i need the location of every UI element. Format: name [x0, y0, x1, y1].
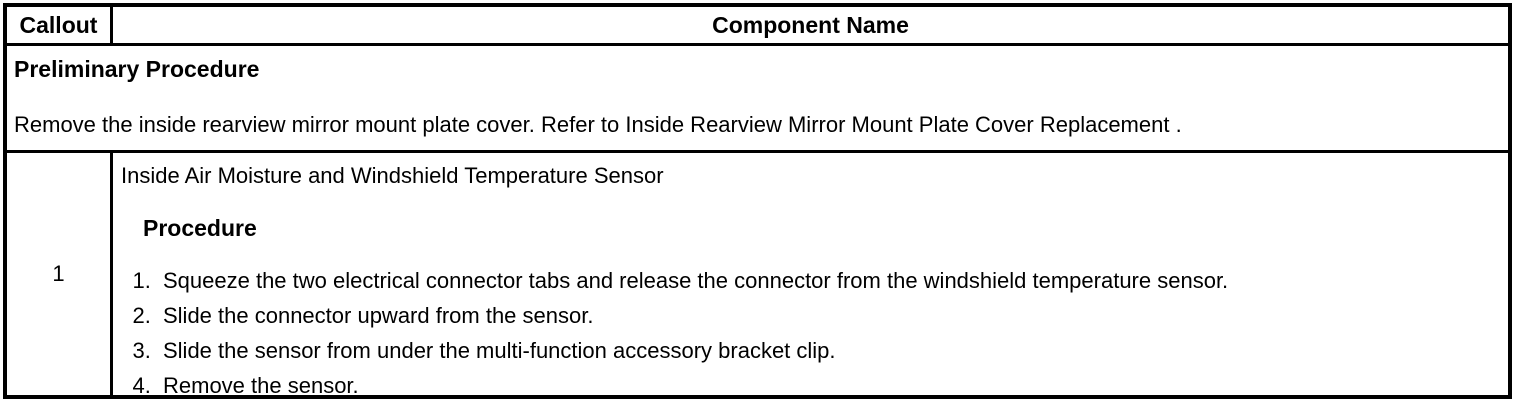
preliminary-procedure-title: Preliminary Procedure — [14, 56, 260, 82]
component-row: 1 Inside Air Moisture and Windshield Tem… — [7, 153, 1508, 395]
procedure-step: Slide the sensor from under the multi-fu… — [157, 333, 1500, 368]
header-callout: Callout — [7, 7, 113, 43]
header-component-name: Component Name — [712, 11, 909, 38]
preliminary-procedure-row: Preliminary Procedure Remove the inside … — [7, 46, 1508, 153]
replacement-link[interactable]: Inside Rearview Mirror Mount Plate Cover… — [625, 112, 1170, 137]
callout-number: 1 — [7, 153, 113, 395]
preliminary-procedure-text: Remove the inside rearview mirror mount … — [14, 109, 1501, 141]
procedure-step: Squeeze the two electrical connector tab… — [157, 263, 1500, 298]
procedure-label: Procedure — [143, 215, 257, 241]
component-cell: Inside Air Moisture and Windshield Tempe… — [113, 153, 1508, 395]
preliminary-text-prefix: Remove the inside rearview mirror mount … — [14, 112, 626, 137]
procedure-step: Slide the connector upward from the sens… — [157, 298, 1500, 333]
procedure-step: Remove the sensor. — [157, 368, 1500, 395]
table-header-row: Callout Component Name — [7, 7, 1508, 46]
component-callout-table: Callout Component Name Preliminary Proce… — [3, 3, 1512, 399]
procedure-steps: Squeeze the two electrical connector tab… — [121, 263, 1500, 395]
component-name: Inside Air Moisture and Windshield Tempe… — [121, 163, 664, 188]
preliminary-text-suffix: . — [1169, 112, 1182, 137]
